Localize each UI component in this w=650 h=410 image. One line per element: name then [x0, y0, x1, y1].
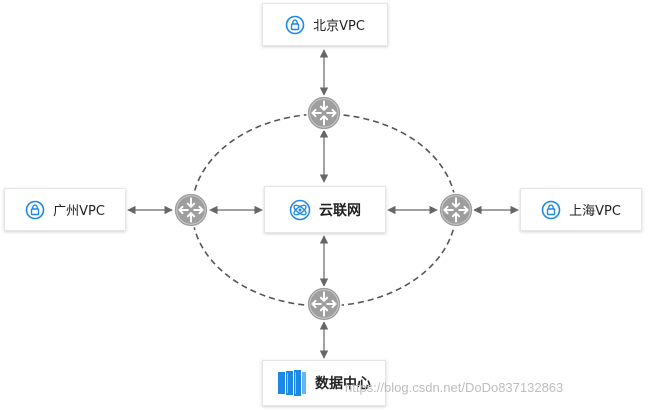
router-bottom-icon[interactable]	[306, 286, 342, 322]
lock-icon	[541, 200, 561, 219]
node-label: 数据中心	[315, 376, 371, 392]
node-label: 广州VPC	[53, 204, 105, 219]
watermark-url: https://blog.csdn.net/DoDo837132863	[345, 380, 564, 395]
node-datacenter[interactable]: 数据中心	[262, 360, 386, 406]
router-left-icon[interactable]	[173, 192, 209, 228]
lock-icon	[25, 200, 45, 219]
node-label: 上海VPC	[569, 204, 621, 219]
node-ccn[interactable]: 云联网	[264, 186, 386, 233]
router-top-icon[interactable]	[306, 95, 342, 131]
atom-icon	[289, 199, 311, 220]
server-rack-icon	[278, 370, 306, 396]
lock-icon	[285, 15, 305, 34]
node-label: 北京VPC	[313, 19, 365, 34]
node-shanghai-vpc[interactable]: 上海VPC	[520, 188, 642, 231]
node-guangzhou-vpc[interactable]: 广州VPC	[4, 188, 126, 231]
router-right-icon[interactable]	[438, 192, 474, 228]
node-beijing-vpc[interactable]: 北京VPC	[262, 3, 388, 46]
node-label: 云联网	[319, 202, 361, 219]
